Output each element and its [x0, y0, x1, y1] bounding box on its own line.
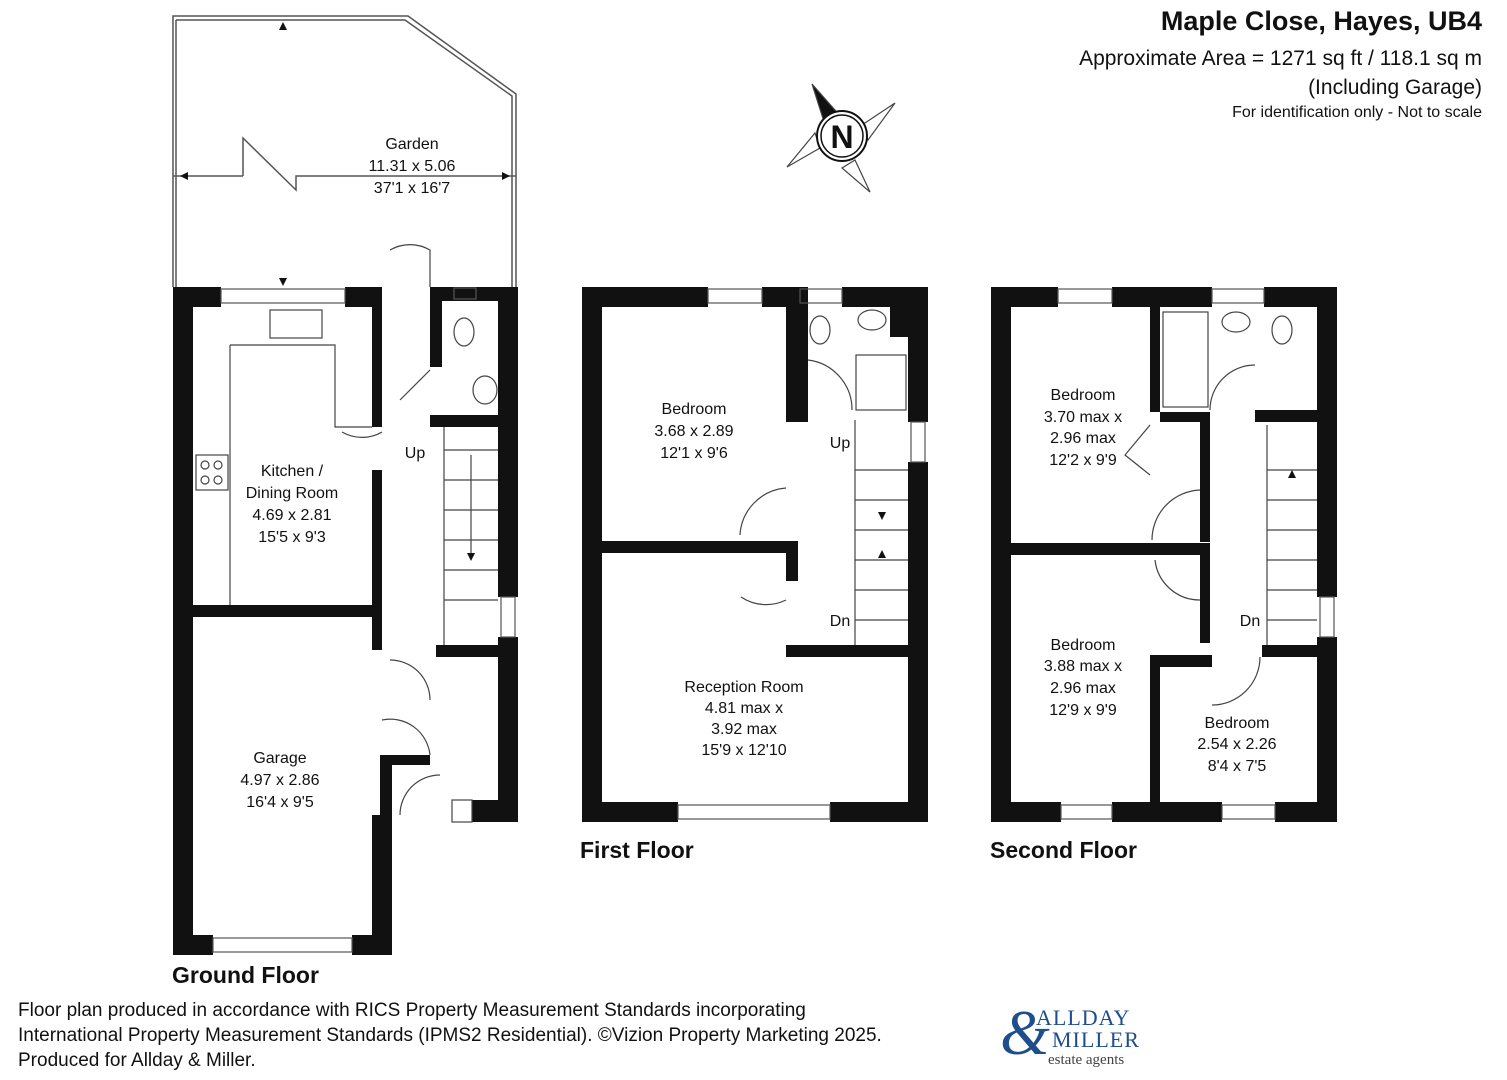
first-down-label: Dn [830, 613, 850, 630]
garage-metric: 4.97 x 2.86 [240, 772, 319, 789]
first-floor-fittings [739, 309, 908, 645]
property-title: Maple Close, Hayes, UB4 [1160, 6, 1482, 36]
garden-imperial: 37'1 x 16'7 [374, 180, 450, 197]
sf-bedroom1-metric-1: 3.70 max x [1044, 409, 1122, 426]
footer-text: Floor plan produced in accordance with R… [18, 998, 882, 1073]
second-down-label: Dn [1240, 613, 1260, 630]
room-label-garage: Garage 4.97 x 2.86 16'4 x 9'5 [240, 750, 319, 811]
ground-floor-windows [212, 287, 516, 953]
garden-outline [172, 15, 517, 287]
reception-metric-2: 3.92 max [711, 721, 777, 738]
logo-line-1: ALLDAY [1036, 1005, 1131, 1030]
kitchen-metric: 4.69 x 2.81 [252, 507, 331, 524]
sf-bedroom3-imperial: 8'4 x 7'5 [1208, 758, 1267, 775]
room-label-garden: Garden 11.31 x 5.06 37'1 x 16'7 [369, 136, 456, 197]
reception-imperial: 15'9 x 12'10 [701, 742, 786, 759]
reception-name: Reception Room [684, 679, 803, 696]
sf-bedroom1-metric-2: 2.96 max [1050, 430, 1116, 447]
room-label-second-bedroom-1: Bedroom 3.70 max x 2.96 max 12'2 x 9'9 [1044, 387, 1122, 469]
scale-note: For identification only - Not to scale [1232, 104, 1482, 121]
garage-imperial: 16'4 x 9'5 [246, 794, 314, 811]
ff-bedroom-name: Bedroom [662, 401, 727, 418]
footer-line-1: Floor plan produced in accordance with R… [18, 1000, 806, 1021]
ground-floor-label: Ground Floor [172, 962, 319, 988]
first-floor-label: First Floor [580, 837, 694, 863]
logo-line-3: estate agents [1048, 1052, 1125, 1068]
garden-metric: 11.31 x 5.06 [369, 158, 456, 175]
stair-arrows [467, 470, 1296, 561]
ff-bedroom-imperial: 12'1 x 9'6 [660, 445, 728, 462]
sf-bedroom1-name: Bedroom [1051, 387, 1116, 404]
ground-floor-walls [173, 287, 518, 955]
sf-bedroom1-imperial: 12'2 x 9'9 [1049, 452, 1117, 469]
garden-arrows [180, 22, 510, 286]
garage-name: Garage [253, 750, 306, 767]
first-floor-windows [677, 288, 926, 820]
second-floor-label: Second Floor [990, 837, 1137, 863]
room-label-kitchen: Kitchen / Dining Room 4.69 x 2.81 15'5 x… [246, 463, 338, 546]
logo-ampersand: & [1000, 997, 1050, 1068]
first-floor-walls [582, 287, 928, 822]
kitchen-name-1: Kitchen / [261, 463, 324, 480]
second-floor-windows [1057, 288, 1335, 820]
stair-labels: Up Up Dn Dn [405, 435, 1260, 630]
room-label-second-bedroom-2: Bedroom 3.88 max x 2.96 max 12'9 x 9'9 [1044, 637, 1122, 719]
including-garage: (Including Garage) [1308, 76, 1482, 99]
footer-line-2: International Property Measurement Stand… [18, 1025, 882, 1046]
compass-icon: N [786, 83, 896, 193]
sf-bedroom3-metric: 2.54 x 2.26 [1197, 736, 1276, 753]
sf-bedroom3-name: Bedroom [1205, 715, 1270, 732]
ground-floor-fittings [195, 244, 498, 823]
ff-bedroom-metric: 3.68 x 2.89 [654, 423, 733, 440]
room-label-first-bedroom: Bedroom 3.68 x 2.89 12'1 x 9'6 [654, 401, 733, 462]
room-label-second-bedroom-3: Bedroom 2.54 x 2.26 8'4 x 7'5 [1197, 715, 1276, 775]
sf-bedroom2-imperial: 12'9 x 9'9 [1049, 702, 1117, 719]
footer-line-3: Produced for Allday & Miller. [18, 1050, 256, 1071]
approximate-area: Approximate Area = 1271 sq ft / 118.1 sq… [1079, 47, 1482, 70]
ground-up-label: Up [405, 445, 426, 462]
garden-name: Garden [385, 136, 438, 153]
reception-metric-1: 4.81 max x [705, 700, 783, 717]
room-label-reception: Reception Room 4.81 max x 3.92 max 15'9 … [684, 679, 803, 759]
kitchen-imperial: 15'5 x 9'3 [258, 529, 326, 546]
agent-logo: & ALLDAY MILLER estate agents [1000, 997, 1160, 1075]
sf-bedroom2-metric-1: 3.88 max x [1044, 658, 1122, 675]
first-up-label: Up [830, 435, 851, 452]
logo-line-2: MILLER [1052, 1027, 1140, 1052]
sf-bedroom2-metric-2: 2.96 max [1050, 680, 1116, 697]
sf-bedroom2-name: Bedroom [1051, 637, 1116, 654]
second-floor-walls [991, 287, 1337, 822]
kitchen-name-2: Dining Room [246, 485, 338, 502]
compass-letter: N [830, 119, 853, 155]
